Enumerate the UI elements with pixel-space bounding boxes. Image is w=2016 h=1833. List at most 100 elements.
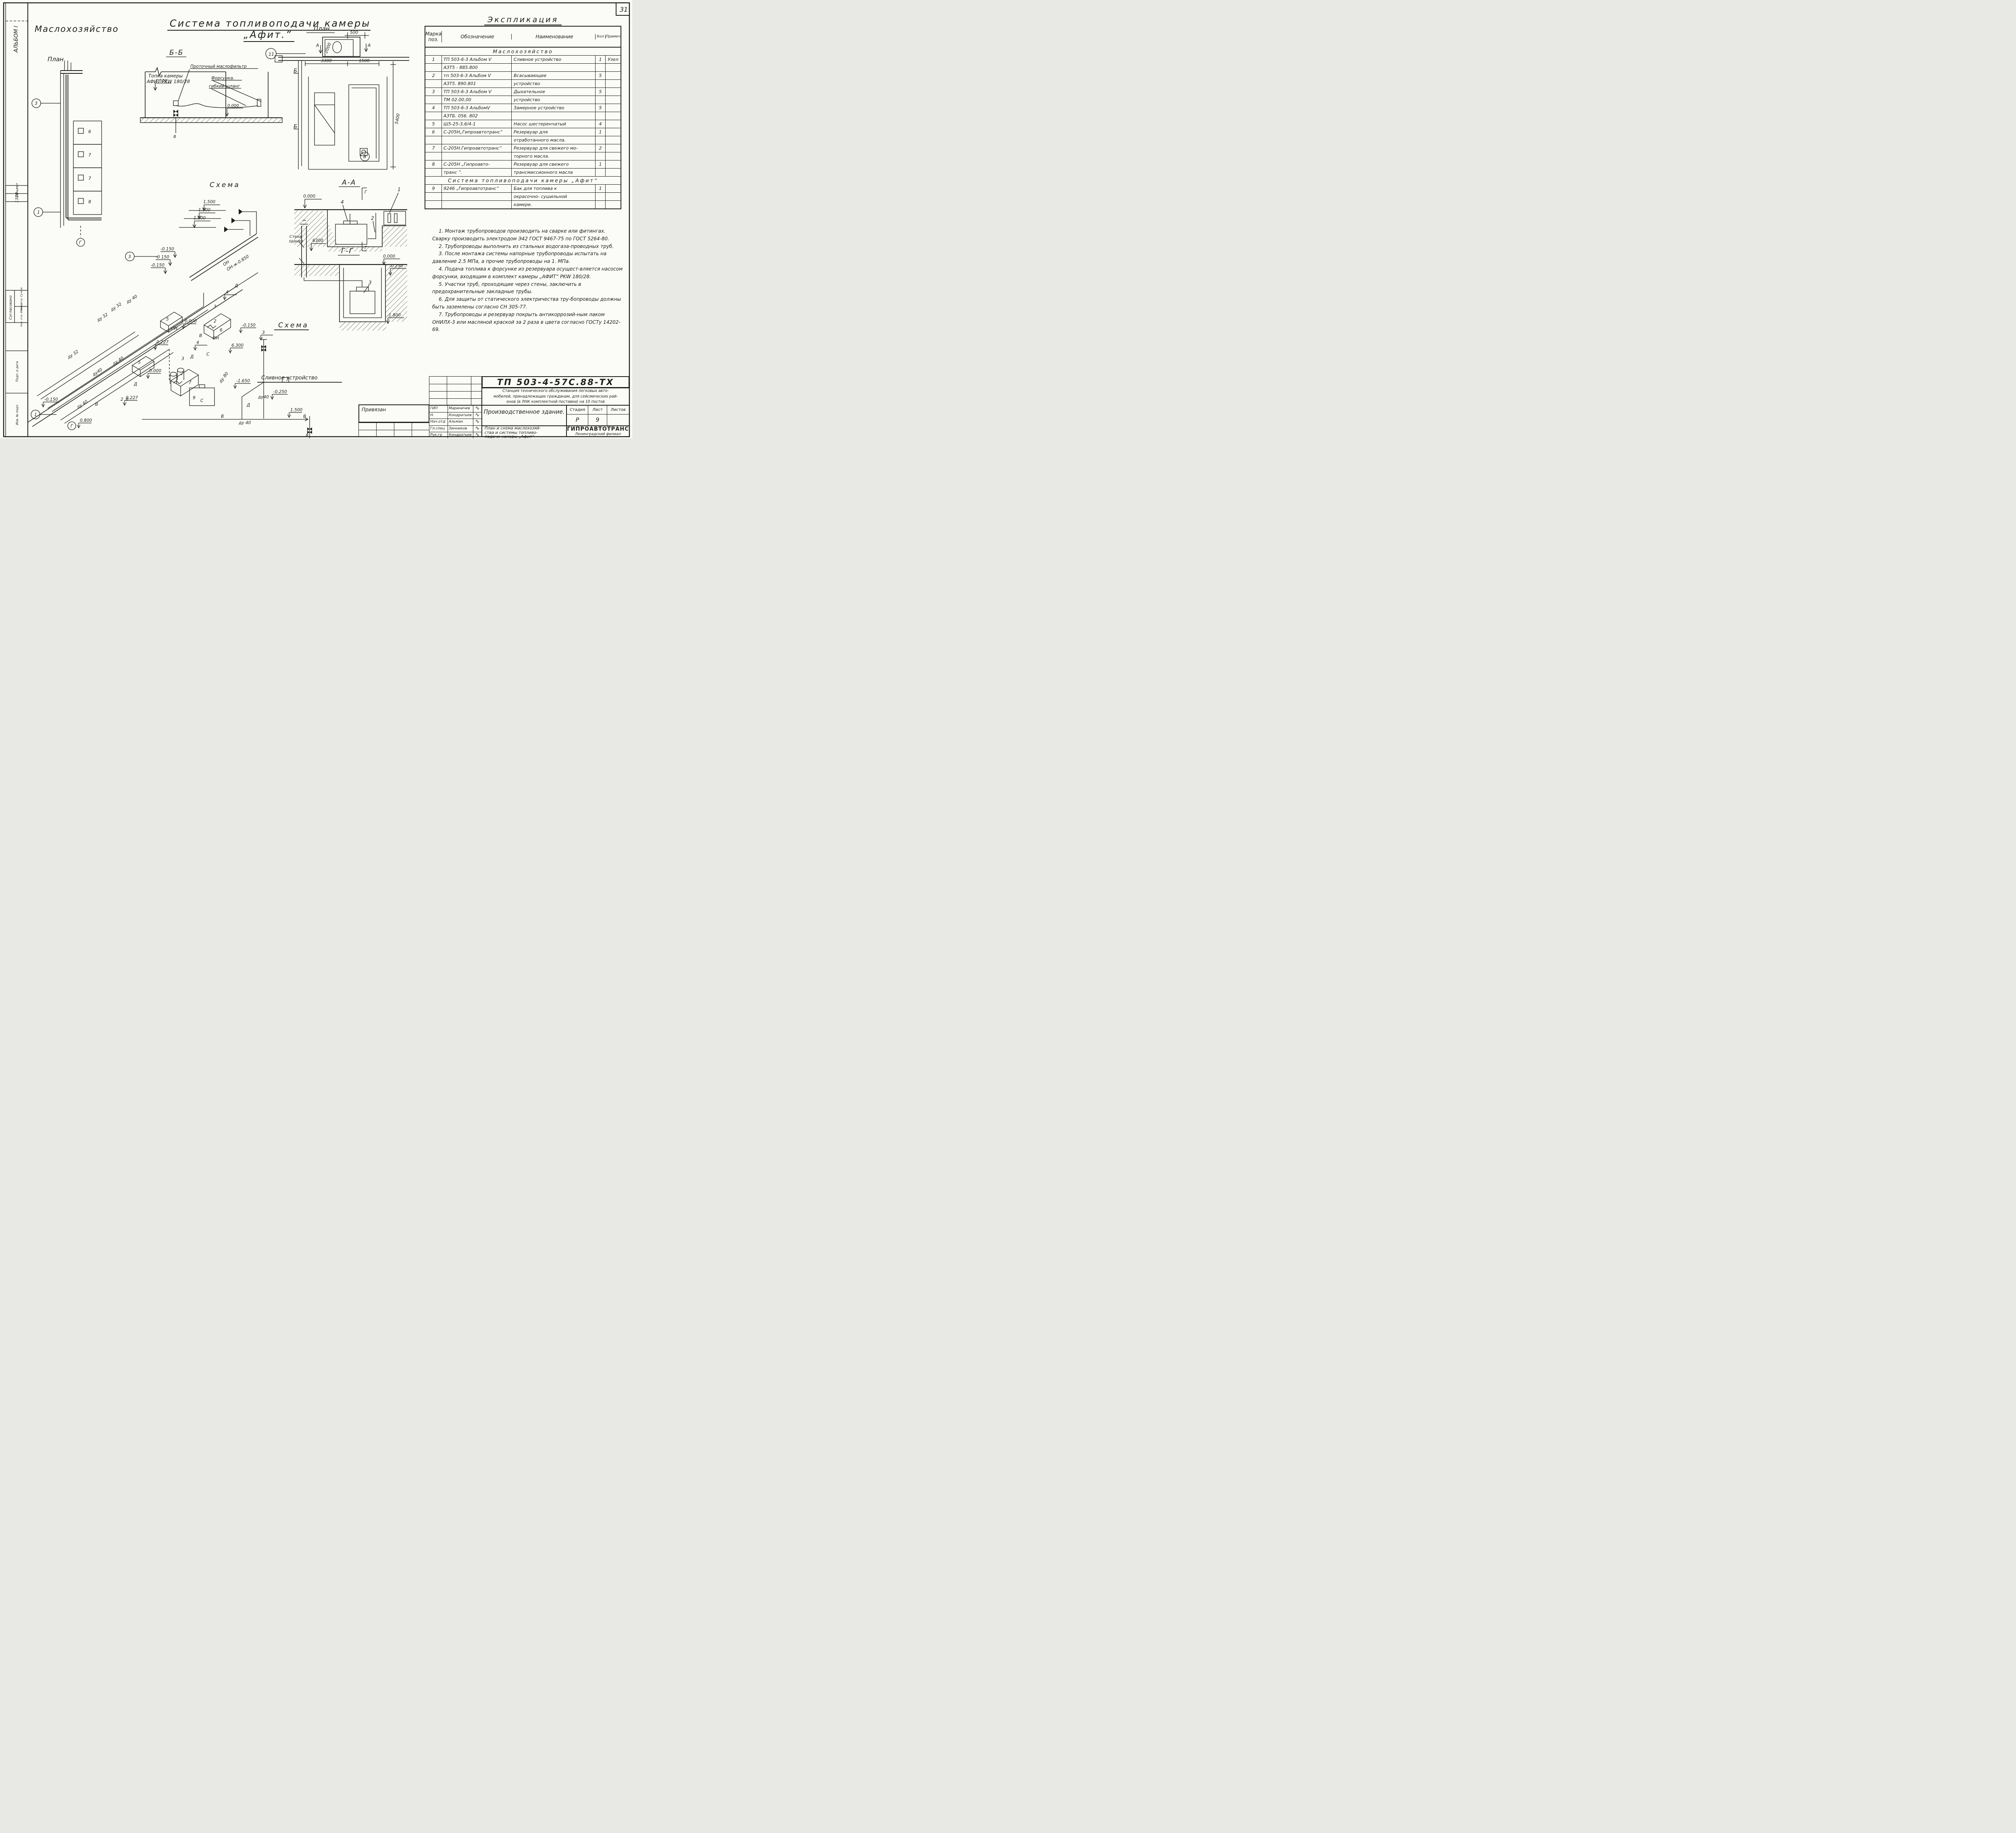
iso-label: В [95,402,98,407]
aa-sec-g-top: Г [364,190,367,195]
level-flag [259,335,273,341]
su-mlevel-3: -0.150 [151,263,165,268]
su-level-3: 1.500 [194,216,206,221]
dim-1500: 1500 [359,58,370,63]
iso-label: Д [234,283,238,288]
su-mlevel-1: -0.150 [160,247,174,252]
agreed-sign-2: Нач. отд. Иванов [20,303,23,327]
su-mlevel-2: -0 150 [156,255,169,260]
gg-callout-3: 3 [369,280,372,285]
table-cell [606,136,621,144]
level-flag [153,344,168,351]
marker-b-bottom: Б [294,124,297,130]
table-cell: 1 [596,128,606,136]
table-cell [596,96,606,104]
table-cell: 2 [596,144,606,152]
left-margin-strip [5,21,28,394]
table-row: окрасочно- сушильной [425,193,621,201]
signature-scribble: ∿ [475,405,480,411]
iso-label: 6.300 [231,343,244,348]
table-row: АЗТ5. 890.801 устройство [425,80,621,88]
table-cell: 5 [596,88,606,96]
aa-title: А-А [342,179,356,187]
table-cell: АЗТ5. 890.801 [442,80,512,87]
building-cell: Производственное здание. [482,405,566,426]
object-value: 1320 [15,193,19,203]
iso-label: 5 [166,317,169,322]
level-flag [287,412,302,419]
iso-label: ОН [212,336,219,341]
col-header-oboznachenie: Обозначение [442,34,512,40]
bb-section-drawing: Б-Б Топка камеры АФИТ PKW 180/28 1.500 П… [140,49,283,139]
table-cell: торного масла. [512,152,596,160]
table-cell: камере. [512,201,596,208]
aa-callout-4: 4 [341,199,344,205]
iso-label: ду 40 [125,294,138,305]
specification-title: Экспликация [425,15,621,25]
iso-label: ду 80 [218,371,229,384]
table-cell [606,104,621,112]
table-cell [606,193,621,200]
agreed-label: Согласовано [9,295,13,320]
level-flag [233,383,251,390]
table-cell: 3 [425,88,442,96]
iso-label: 0.800 [80,418,92,423]
table-cell: Узел [608,57,619,62]
iso-label: В [221,414,224,419]
organization-cell: ГИПРОАВТОТРАНС Ленинградский филиал [566,426,629,437]
table-cell [596,80,606,87]
role-label: Нач.отд [429,419,448,425]
furnace-label-2: АФИТ PKW 180/28 [146,79,190,84]
table-cell [425,80,442,87]
table-cell: транс ”. [442,169,512,176]
table-cell [606,201,621,208]
col-header-primech: Примеч [606,35,621,39]
signature-scribble: ∿ [475,432,480,438]
iso-label: 4 [226,290,229,295]
iso-label: ду 40 [238,421,251,425]
table-cell [606,64,621,71]
iso-label: 0.227 [156,340,169,345]
sheet-title-cell: План и схема маслохозяй- ства и системы … [482,426,566,438]
marker-a-left: А [316,43,319,48]
aa-callout-1: 1 [398,187,401,192]
table-cell [425,201,442,208]
table-cell: Бак для топлива к [512,185,596,192]
organization-name: ГИПРОАВТОТРАНС [567,426,629,432]
iso-label: 1.500 [290,408,302,412]
table-cell [606,185,621,192]
table-section-label: Маслохозяйство [493,48,553,54]
room-number: 8 [88,199,91,204]
table-cell: С-205Н.Гипроавтотранс” [442,144,512,152]
table-cell [425,193,442,200]
iso-label: 1 [34,412,37,417]
aa-level-0000: 0.000 [303,194,315,199]
note-item: 7. Трубопроводы и резервуар покрыть анти… [432,311,621,333]
su-level-2: 1.500 [198,208,210,212]
marker-b-top: Б [294,68,297,74]
sheet-label: Лист [588,406,607,414]
sheet-frame [3,2,630,437]
iso-label: 2 [181,371,183,376]
level-flag [181,323,196,330]
role-name: Альман [448,419,473,425]
role-label: ГИП [429,406,448,412]
level-flag [228,348,243,354]
table-cell: 2 [425,72,442,79]
level-flag [41,402,59,408]
marker-v-circle: В [363,154,367,159]
table-cell: устройство [512,80,596,87]
table-row: АЗТБ. 056. 802 [425,112,621,120]
gg-title: Г-Г [341,247,354,255]
table-cell: окрасочно- сушильной [512,193,596,200]
field-sign-date: Подп. и дата [15,361,19,382]
pipe-letter-v: В [173,135,176,139]
level-flag [270,394,288,400]
